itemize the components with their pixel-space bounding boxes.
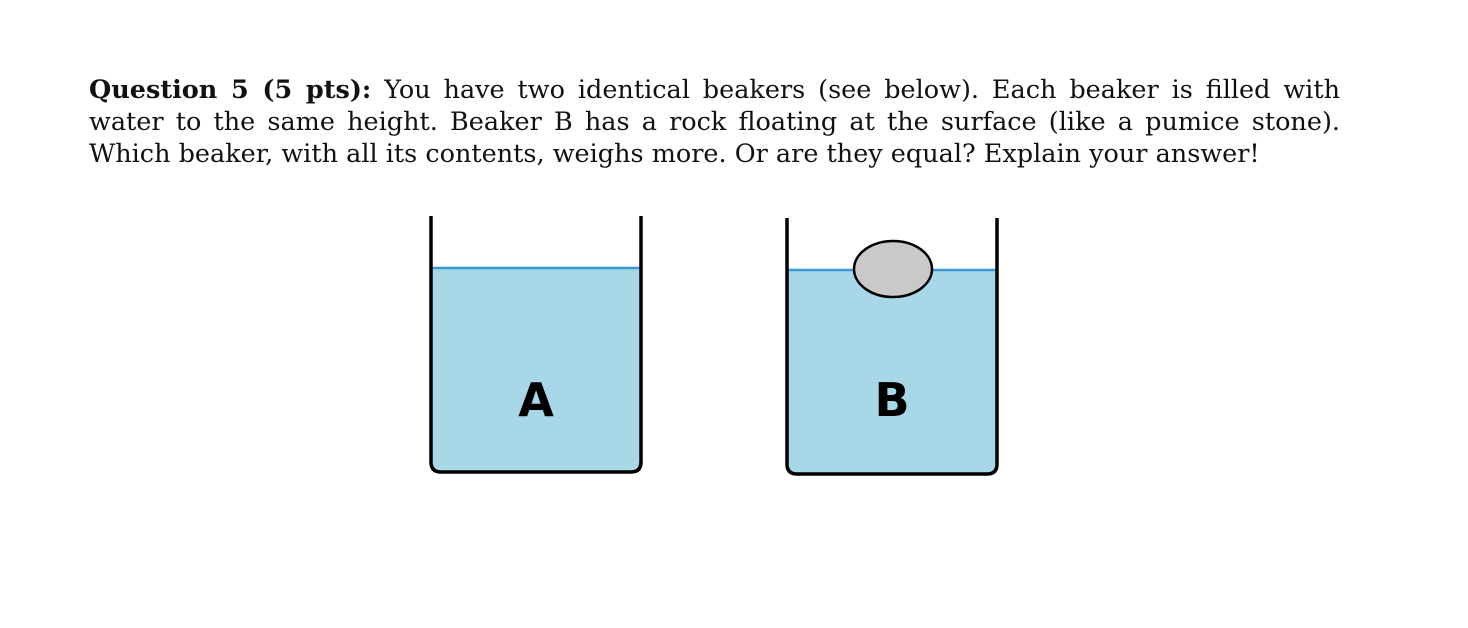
beaker-a-label: A	[518, 373, 554, 427]
beaker-b-label: B	[874, 373, 909, 427]
question-label: Question 5 (5 pts):	[89, 75, 372, 105]
question-body: You have two identical beakers (see belo…	[89, 75, 1340, 169]
beaker-a: A	[429, 216, 643, 474]
beaker-b-wall	[785, 218, 999, 476]
question-text: Question 5 (5 pts): You have two identic…	[89, 74, 1340, 170]
beaker-b: B	[785, 218, 999, 476]
beaker-b-water	[788, 270, 996, 474]
beaker-a-wall	[429, 216, 643, 474]
rock	[852, 239, 934, 299]
beaker-a-water	[432, 268, 640, 472]
